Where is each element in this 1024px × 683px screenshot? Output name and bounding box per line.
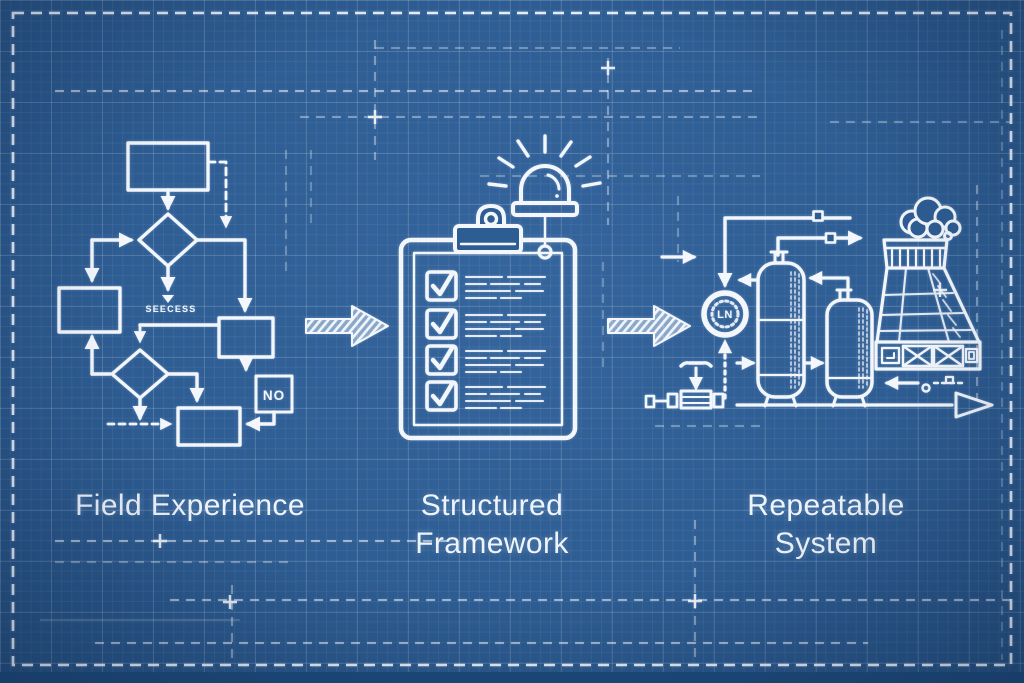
flowchart-box-right — [217, 316, 275, 359]
label-line-2: Framework — [415, 527, 569, 560]
clipboard-icon — [398, 134, 602, 441]
sheet-border — [11, 11, 1013, 667]
flowchart-box-end — [176, 406, 242, 447]
tower-rim-slats — [890, 248, 942, 268]
label-line-1: Repeatable — [747, 489, 905, 522]
construction-lines — [40, 30, 1010, 662]
vessel-tank-icon — [756, 250, 806, 408]
flowchart-no-label: NO — [263, 388, 285, 403]
pipe-node — [812, 210, 824, 222]
label-line-2: System — [774, 527, 878, 560]
alarm-rays — [487, 134, 602, 188]
clip-base — [453, 224, 523, 254]
checklist-line — [464, 275, 547, 300]
section-label-repeatable-system: Repeatable System — [726, 487, 926, 563]
process-plant-sketch: LN — [644, 196, 994, 419]
flow-arrow-icon — [607, 305, 691, 347]
string-hook — [537, 244, 553, 260]
checkbox-checked-icon — [425, 270, 458, 302]
section-label-field-experience: Field Experience — [40, 487, 340, 525]
ground-arrowhead — [954, 391, 994, 419]
flowchart-success-label: SEECESS — [146, 304, 197, 314]
tower-hatching — [932, 273, 961, 338]
flowchart-box-start — [126, 141, 210, 192]
pressure-gauge-icon: LN — [701, 290, 749, 338]
checkmark — [430, 271, 455, 297]
alarm-lamp-icon — [487, 134, 602, 260]
section-label-structured-framework: Structured Framework — [392, 487, 592, 563]
flowchart-sketch: SEECESS NO — [57, 141, 294, 447]
gauge-label: LN — [717, 309, 733, 321]
vessel-tank-icon — [825, 288, 874, 408]
label-line-1: Structured — [420, 489, 564, 522]
flowchart-box-left — [57, 286, 122, 334]
steam-cloud-icon — [899, 196, 962, 241]
cooling-tower-icon — [874, 196, 982, 371]
flow-arrow-icon — [305, 305, 389, 347]
valve-icon — [644, 361, 725, 410]
flowchart-decision-1 — [137, 212, 199, 268]
label-text: Field Experience — [75, 489, 305, 522]
bottom-margin-strip — [0, 672, 1024, 683]
pipe-node — [824, 232, 837, 244]
flowchart-decision-2 — [110, 348, 170, 400]
